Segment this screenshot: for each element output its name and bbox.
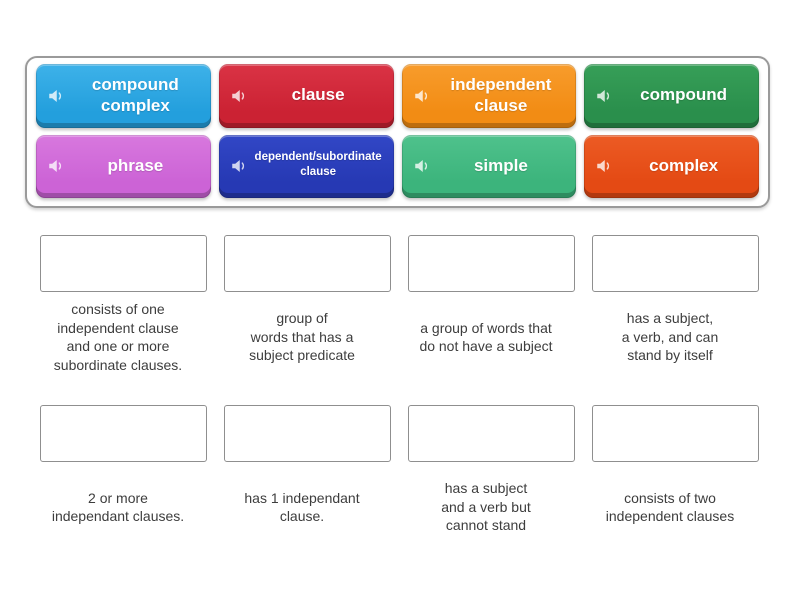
- speaker-audio-icon[interactable]: [595, 157, 613, 175]
- answer-dropzone[interactable]: [224, 405, 391, 462]
- match-cell: has a subject and a verb but cannot stan…: [408, 405, 575, 547]
- definition-text: a group of words that do not have a subj…: [419, 319, 553, 355]
- match-cell: has a subject, a verb, and can stand by …: [592, 235, 759, 377]
- definition-caption-area: consists of two independent clauses: [592, 467, 759, 547]
- definition-caption-area: 2 or more independant clauses.: [40, 467, 207, 547]
- word-tile-independent-clause[interactable]: independent clause: [401, 64, 577, 128]
- definition-row-1: consists of one independent clause and o…: [40, 235, 760, 377]
- speaker-audio-icon[interactable]: [230, 157, 248, 175]
- answer-dropzone[interactable]: [40, 405, 207, 462]
- answer-dropzone[interactable]: [40, 235, 207, 292]
- definition-text: 2 or more independant clauses.: [51, 489, 185, 525]
- word-tile-label: complex: [649, 155, 719, 175]
- answer-dropzone[interactable]: [408, 235, 575, 292]
- definition-caption-area: consists of one independent clause and o…: [40, 297, 207, 377]
- definition-caption-area: a group of words that do not have a subj…: [408, 297, 575, 377]
- word-tile-simple[interactable]: simple: [401, 134, 577, 198]
- definition-caption-area: has a subject, a verb, and can stand by …: [592, 297, 759, 377]
- match-cell: group of words that has a subject predic…: [224, 235, 391, 377]
- match-cell: consists of two independent clauses: [592, 405, 759, 547]
- word-tile-label: compound complex: [91, 74, 179, 115]
- answer-dropzone[interactable]: [592, 235, 759, 292]
- speaker-audio-icon[interactable]: [595, 87, 613, 105]
- word-tile-label: dependent/subordinate clause: [254, 151, 382, 179]
- definition-caption-area: has 1 independant clause.: [224, 467, 391, 547]
- word-tile-complex[interactable]: complex: [584, 134, 759, 198]
- match-cell: a group of words that do not have a subj…: [408, 235, 575, 377]
- speaker-audio-icon[interactable]: [413, 157, 431, 175]
- definition-caption-area: has a subject and a verb but cannot stan…: [408, 467, 575, 547]
- definition-text: has a subject, a verb, and can stand by …: [621, 310, 719, 364]
- definition-text: has a subject and a verb but cannot stan…: [441, 480, 531, 534]
- word-tile-label: phrase: [107, 155, 164, 175]
- word-tile-label: compound: [640, 85, 728, 105]
- speaker-audio-icon[interactable]: [230, 87, 248, 105]
- match-cell: 2 or more independant clauses.: [40, 405, 207, 547]
- match-cell: has 1 independant clause.: [224, 405, 391, 547]
- word-tile-compound-complex[interactable]: compound complex: [36, 64, 211, 128]
- word-tile-label: simple: [473, 155, 528, 175]
- definition-text: group of words that has a subject predic…: [249, 310, 355, 364]
- answer-dropzone[interactable]: [408, 405, 575, 462]
- answer-dropzone[interactable]: [592, 405, 759, 462]
- definition-caption-area: group of words that has a subject predic…: [224, 297, 391, 377]
- definition-row-2: 2 or more independant clauses. has 1 ind…: [40, 405, 760, 547]
- word-tile-compound[interactable]: compound: [584, 64, 759, 128]
- word-tile-tray: compound complex clause independent clau…: [25, 56, 770, 208]
- definition-text: consists of two independent clauses: [605, 489, 735, 525]
- word-tile-label: clause: [291, 85, 345, 105]
- answer-dropzone[interactable]: [224, 235, 391, 292]
- speaker-audio-icon[interactable]: [413, 87, 431, 105]
- definition-text: has 1 independant clause.: [244, 489, 360, 525]
- speaker-audio-icon[interactable]: [47, 157, 65, 175]
- definition-text: consists of one independent clause and o…: [53, 301, 183, 373]
- word-tile-phrase[interactable]: phrase: [36, 134, 211, 198]
- word-tile-clause[interactable]: clause: [218, 64, 394, 128]
- speaker-audio-icon[interactable]: [47, 87, 65, 105]
- word-tile-dependent-subordinate-clause[interactable]: dependent/subordinate clause: [218, 134, 394, 198]
- word-tile-label: independent clause: [450, 74, 552, 115]
- match-cell: consists of one independent clause and o…: [40, 235, 207, 377]
